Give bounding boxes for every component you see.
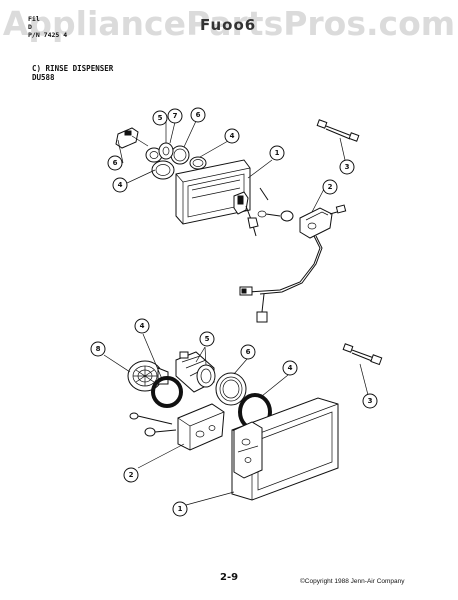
callout-5-top: 5	[152, 110, 168, 126]
svg-text:3: 3	[345, 163, 350, 171]
svg-text:1: 1	[275, 149, 280, 157]
svg-text:8: 8	[96, 345, 101, 353]
svg-text:7: 7	[173, 112, 178, 120]
header-line-1: Fil	[28, 15, 40, 23]
leader-lines	[103, 120, 369, 506]
callout-7-top: 7	[167, 108, 183, 124]
svg-text:2: 2	[328, 183, 333, 191]
page-number: 2-9	[220, 572, 239, 583]
wire-lead-top	[316, 119, 360, 142]
callout-4-bottom-right: 4	[282, 360, 298, 376]
svg-text:6: 6	[196, 111, 201, 119]
svg-text:2: 2	[129, 471, 134, 479]
section-model: DU588	[32, 73, 55, 82]
cap-assembly-top	[115, 127, 207, 180]
svg-text:4: 4	[140, 322, 145, 330]
callout-4-top-left: 4	[112, 177, 128, 193]
svg-text:5: 5	[158, 114, 163, 122]
svg-text:4: 4	[288, 364, 293, 372]
copyright-notice: ©Copyright 1988 Jenn-Air Company	[300, 578, 405, 585]
bracket-bottom	[129, 403, 225, 451]
callout-3-top: 3	[339, 159, 355, 175]
callout-2-top: 2	[322, 179, 338, 195]
header-line-3: P/N 7425 4	[28, 31, 68, 39]
seal-ring-bottom	[151, 376, 183, 408]
page-title: Fuoo6	[200, 16, 257, 34]
callout-2-bottom: 2	[123, 467, 139, 483]
callout-4-bottom-left: 4	[134, 318, 150, 334]
header-info: Fil D P/N 7425 4	[28, 15, 67, 39]
svg-text:6: 6	[113, 159, 118, 167]
wire-lead-bottom	[342, 343, 383, 366]
svg-text:3: 3	[368, 397, 373, 405]
svg-text:6: 6	[246, 348, 251, 356]
dispenser-tube	[175, 351, 216, 393]
dispenser-housing-top	[175, 159, 251, 225]
actuator-parts-top	[233, 187, 294, 237]
callout-6-top-right: 6	[190, 107, 206, 123]
section-title: C) RINSE DISPENSER	[32, 64, 114, 73]
dispenser-housing-bottom	[231, 397, 339, 501]
svg-text:5: 5	[205, 335, 210, 343]
header-line-2: D	[28, 23, 32, 31]
fill-cap-bottom	[127, 360, 169, 392]
svg-text:1: 1	[178, 505, 183, 513]
callout-8-bottom: 8	[90, 341, 106, 357]
svg-text:4: 4	[230, 132, 235, 140]
callout-1-bottom: 1	[172, 501, 188, 517]
svg-text:4: 4	[118, 181, 123, 189]
callout-1-top: 1	[269, 145, 285, 161]
retaining-ring-bottom	[215, 372, 247, 406]
callout-6-top-left: 6	[107, 155, 123, 171]
bracket-top	[239, 204, 347, 323]
callout-6-bottom: 6	[240, 344, 256, 360]
callout-3-bottom: 3	[362, 393, 378, 409]
callout-5-bottom: 5	[199, 331, 215, 347]
section-heading: C) RINSE DISPENSER DU588	[32, 64, 113, 82]
callout-4-top-right: 4	[224, 128, 240, 144]
